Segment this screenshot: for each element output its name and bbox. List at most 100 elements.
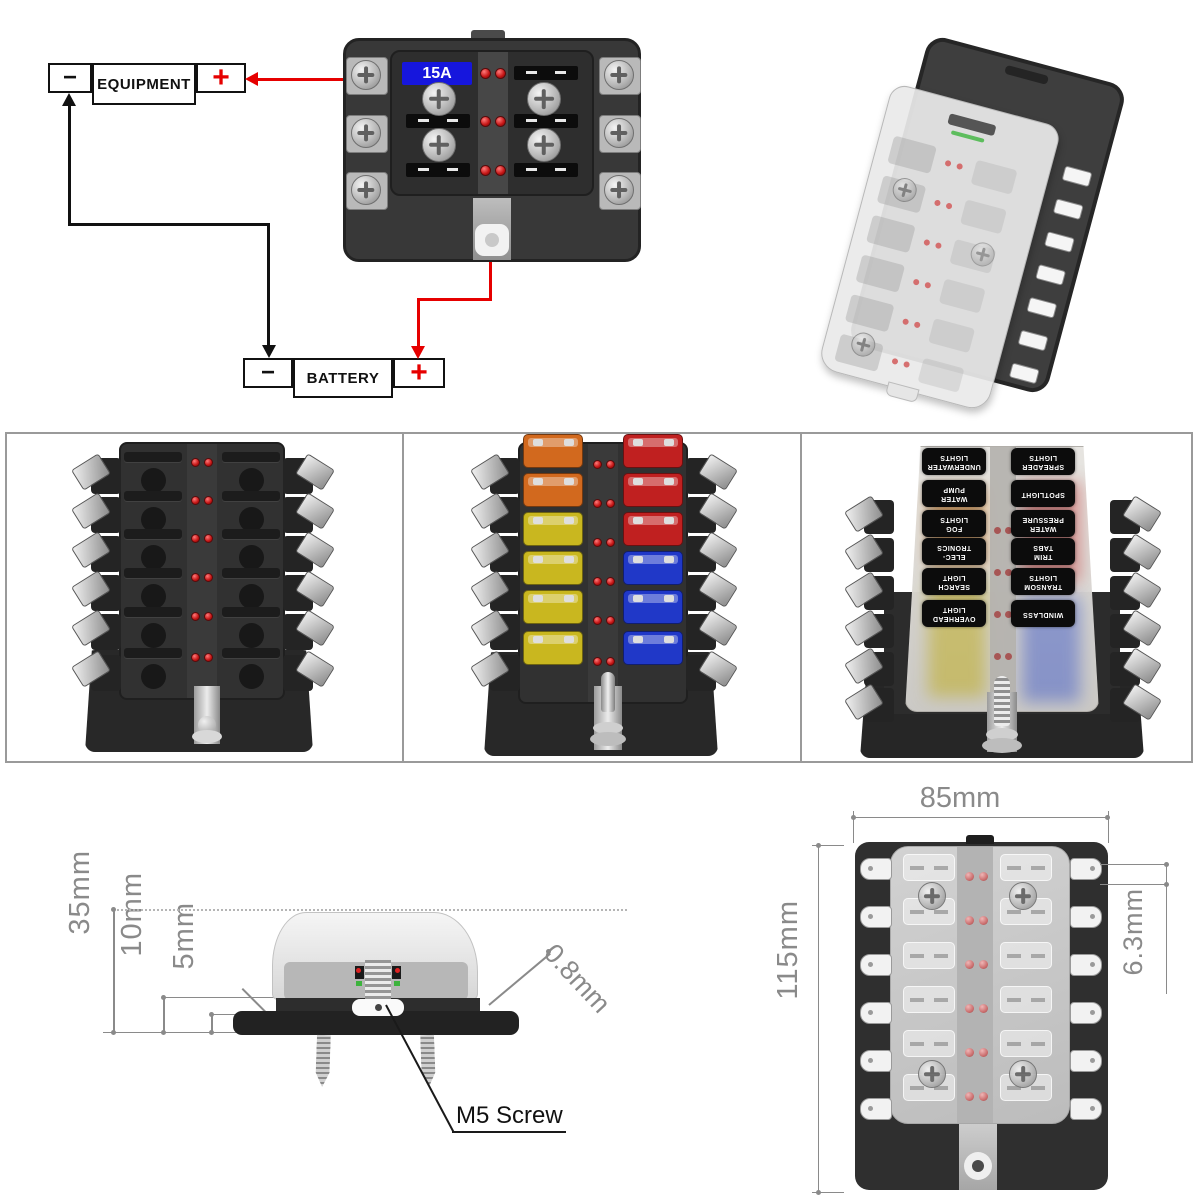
fuse-dash	[1031, 1086, 1045, 1090]
top-view-led	[965, 916, 974, 925]
fuse-symbol	[406, 114, 470, 128]
fuse-slot	[222, 648, 280, 658]
fuse-slot-hole	[239, 545, 264, 570]
top-view-led	[979, 960, 988, 969]
led-indicator	[191, 612, 200, 621]
top-view-terminal	[860, 1002, 892, 1024]
top-view-led	[979, 916, 988, 925]
led-indicator	[593, 657, 602, 666]
terminal-dot	[1090, 866, 1095, 871]
terminal-screw-icon	[351, 60, 381, 90]
render-terminal-slot	[1043, 231, 1075, 253]
led-indicator	[495, 68, 506, 79]
led-indicator	[204, 573, 213, 582]
led-indicator	[606, 538, 615, 547]
led-dot-dim	[994, 653, 1001, 660]
render-terminal-slot	[1035, 264, 1067, 286]
top-view-fuse-ghost	[1000, 942, 1052, 969]
top-view-terminal	[860, 1098, 892, 1120]
render-led-dot	[955, 162, 964, 171]
top-view-led	[965, 1004, 974, 1013]
top-view-terminal	[860, 1050, 892, 1072]
fuse-blue	[623, 631, 683, 665]
fuse-slot	[124, 568, 182, 578]
led-indicator	[593, 616, 602, 625]
top-view-terminal	[1070, 1098, 1102, 1120]
fuse-dash	[910, 1042, 924, 1046]
terminal-dot	[868, 962, 873, 967]
led-indicator	[495, 165, 506, 176]
dim-63mm-ext	[1100, 864, 1168, 865]
top-view-terminal	[860, 858, 892, 880]
top-view-terminal	[860, 906, 892, 928]
battery-minus-terminal: −	[243, 358, 293, 388]
led-indicator	[480, 68, 491, 79]
led-indicator	[191, 573, 200, 582]
cover-label: TRANSOM LIGHTS	[1011, 568, 1075, 595]
top-view-terminal	[1070, 1002, 1102, 1024]
fuse-slot	[222, 452, 280, 462]
m5-leader-dot	[375, 1004, 382, 1011]
led-indicator	[191, 496, 200, 505]
led-indicator	[606, 499, 615, 508]
fuse-dash	[1007, 1042, 1021, 1046]
led-indicator	[495, 116, 506, 127]
terminal-dot	[868, 1058, 873, 1063]
terminal-dot	[1090, 962, 1095, 967]
fuse-dash	[910, 998, 924, 1002]
panel-screw-icon	[422, 82, 456, 116]
fuse-symbol	[514, 66, 578, 80]
led-indicator	[191, 653, 200, 662]
led-indicator	[606, 616, 615, 625]
fuse-slot	[124, 607, 182, 617]
fuse-dash	[910, 866, 924, 870]
render-fuse-ghost	[970, 159, 1018, 195]
terminal-screw-icon	[351, 175, 381, 205]
led-indicator	[204, 653, 213, 662]
fuse-15a: 15A	[402, 62, 472, 85]
battery-box: BATTERY	[293, 358, 393, 398]
fuse-slot-hole	[239, 468, 264, 493]
render-bottom-tab	[884, 381, 920, 404]
fuse-yellow	[523, 512, 583, 546]
dim-5mm-line	[211, 1014, 213, 1033]
led-indicator	[191, 534, 200, 543]
render-fuse-ghost	[844, 293, 895, 333]
side-view-stud-thread	[365, 960, 391, 1002]
mounting-screw	[420, 1035, 436, 1087]
fuse-slot-hole	[141, 468, 166, 493]
fuse-orange	[523, 473, 583, 507]
fuse-slot-hole	[141, 664, 166, 689]
negative-wire-arrow-down	[262, 345, 276, 358]
fuse-dash	[934, 910, 948, 914]
top-view-fuse-ghost	[1000, 986, 1052, 1013]
stud-dome	[198, 716, 216, 734]
battery-plus-terminal: +	[393, 358, 445, 388]
positive-wire-battery	[417, 298, 492, 301]
cover-label: ELEC- TRONICS	[922, 538, 986, 565]
yellow-fuse-glow	[928, 577, 986, 697]
render-led-dot	[923, 238, 931, 247]
dim-10mm-label: 10mm	[116, 872, 148, 957]
render-fuse-ghost	[938, 278, 986, 314]
led-indicator	[593, 577, 602, 586]
fuse-symbol	[514, 163, 578, 177]
render-terminal-slot	[1008, 362, 1040, 385]
render-led-dot	[912, 278, 920, 286]
fuse-slot	[222, 491, 280, 501]
render-led-dot	[933, 199, 942, 207]
fuse-yellow	[523, 631, 583, 665]
fuse-yellow	[523, 590, 583, 624]
render-led-dot	[945, 202, 953, 210]
top-view-screw-icon	[1009, 882, 1037, 910]
dim-10mm-ext	[163, 997, 281, 998]
positive-wire-arrow-down	[411, 346, 425, 359]
render-led-dot	[924, 281, 932, 289]
top-view-led	[979, 1004, 988, 1013]
fuse-red	[623, 512, 683, 546]
dim-85mm-label: 85mm	[919, 782, 1001, 814]
render-fuse-ghost	[928, 318, 976, 354]
fuse-slot	[124, 648, 182, 658]
top-view-fuse-ghost	[903, 942, 955, 969]
